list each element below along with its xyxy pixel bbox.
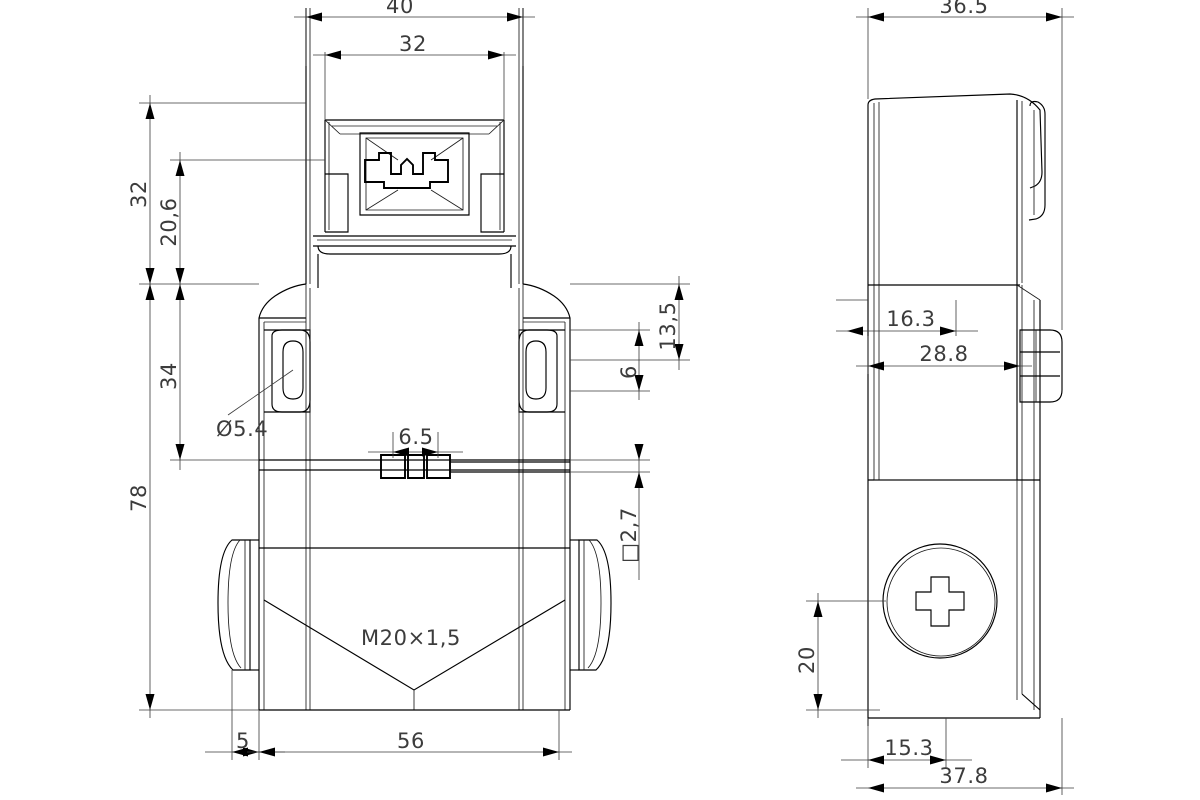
dim-label-32-vertical: 32 xyxy=(127,180,151,208)
dim-label-16-3: 16.3 xyxy=(886,307,935,331)
dim-label-34: 34 xyxy=(157,362,181,390)
dim-label-13-5: 13,5 xyxy=(656,301,680,350)
dim-label-78: 78 xyxy=(127,484,151,512)
dim-label-6: 6 xyxy=(617,365,641,379)
dim-label-56: 56 xyxy=(397,729,425,753)
dim-label-40: 40 xyxy=(386,0,414,18)
dim-label-m20x1-5: M20×1,5 xyxy=(361,626,461,650)
dim-label-20: 20 xyxy=(795,646,819,674)
front-view-dimensions xyxy=(139,8,690,760)
dimension-labels: 40 32 32 20,6 34 78 Ø5.4 6.5 13,5 6 □2,7… xyxy=(127,0,988,788)
dim-label-15-3: 15.3 xyxy=(884,736,933,760)
dim-label-28-8: 28.8 xyxy=(919,342,968,366)
dim-label-20-6: 20,6 xyxy=(157,197,181,246)
dim-label-37-8: 37.8 xyxy=(939,764,988,788)
screw-head xyxy=(882,543,998,659)
side-view-dimensions xyxy=(806,8,1074,795)
dim-label-6-5: 6.5 xyxy=(398,425,433,449)
dim-label-32-top: 32 xyxy=(399,32,427,56)
dim-label-5: 5 xyxy=(236,729,250,753)
dim-label-diameter-5-4: Ø5.4 xyxy=(216,417,268,441)
connector-cap xyxy=(305,8,524,288)
dim-label-36-5: 36.5 xyxy=(939,0,988,18)
side-view-geometry xyxy=(867,93,1063,726)
dim-label-square-2-7: □2,7 xyxy=(617,507,641,563)
front-view-geometry xyxy=(217,8,612,711)
body-housing xyxy=(217,283,612,711)
